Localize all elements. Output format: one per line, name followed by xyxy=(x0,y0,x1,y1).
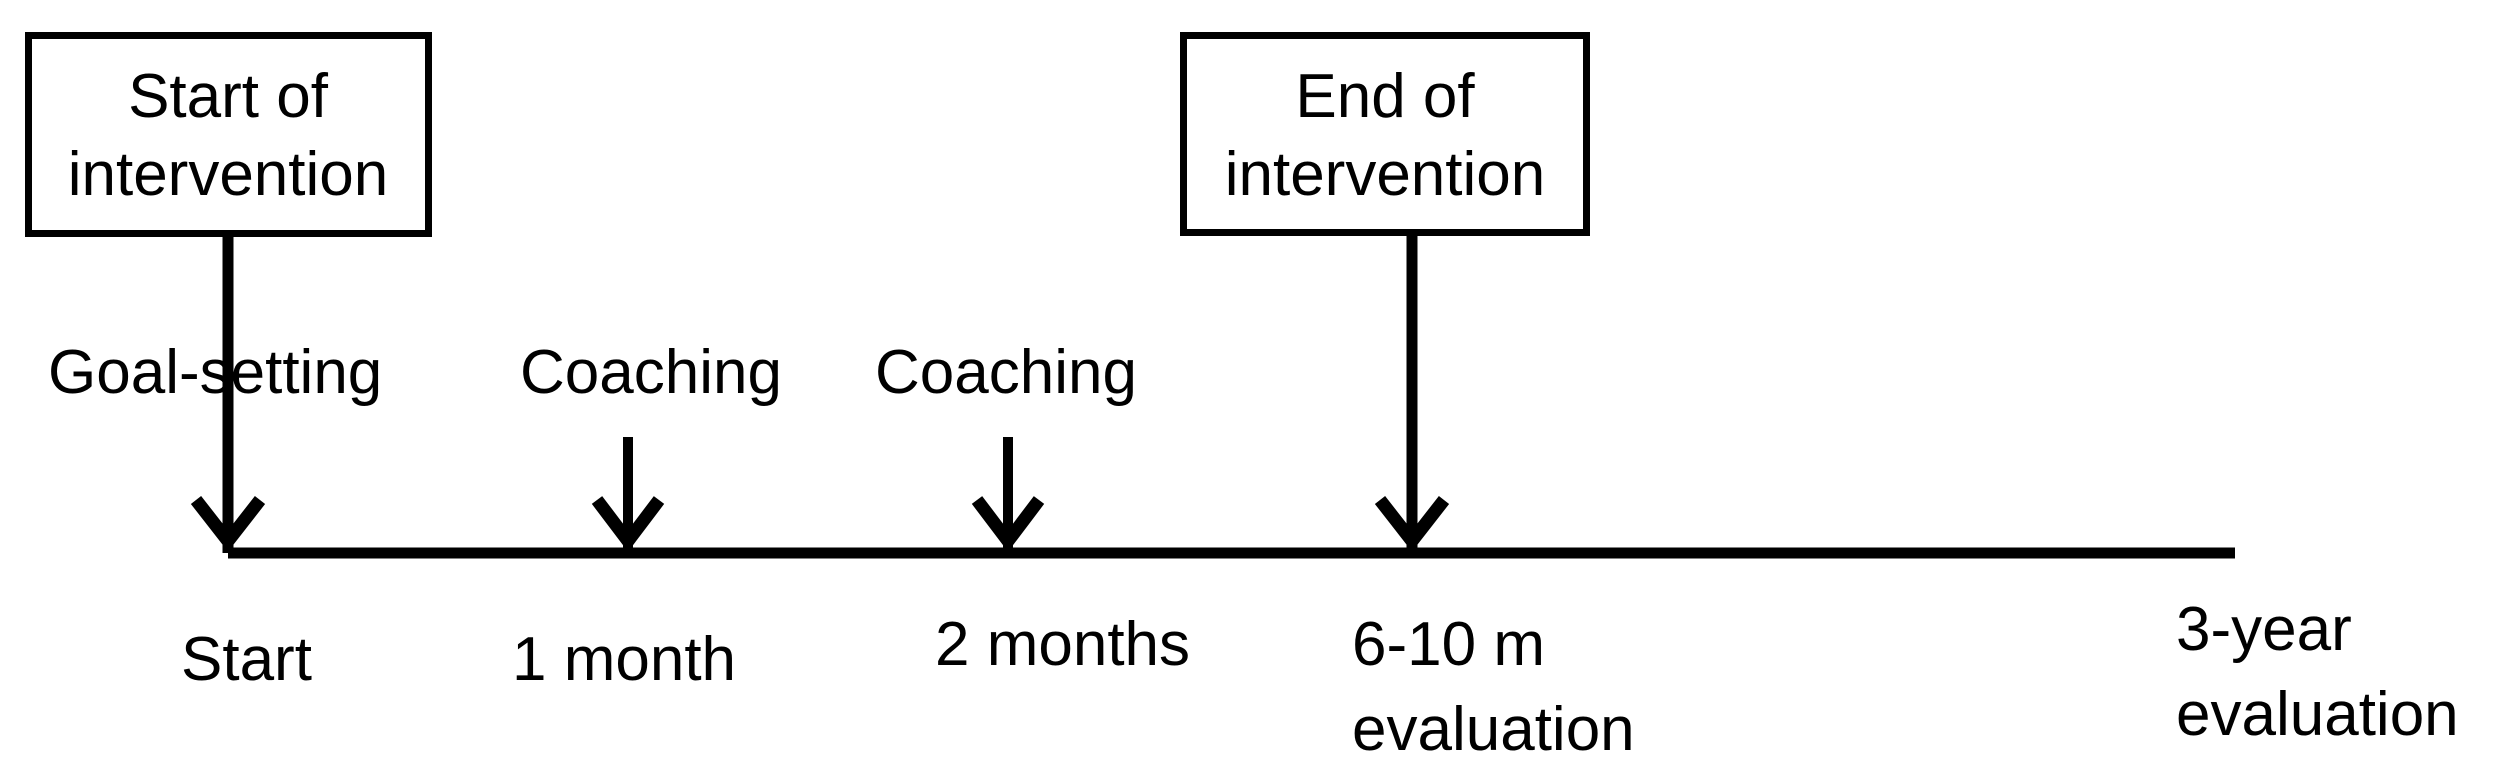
timepoint-label-2-months: 2 months xyxy=(935,610,1190,679)
callout-box-start-of-intervention: Start of intervention xyxy=(25,32,432,237)
connector-end-of-intervention xyxy=(1374,236,1450,553)
box-line1-start: Start of xyxy=(128,62,329,131)
timepoint-label-3-year: 3-year evaluation xyxy=(2176,595,2459,749)
timepoint-label-6-10-m: 6-10 m evaluation xyxy=(1352,610,1635,764)
connector-coaching-2 xyxy=(971,437,1045,553)
timepoint-label-6-10-m-line2: evaluation xyxy=(1352,695,1635,764)
box-line1-end: End of xyxy=(1295,62,1475,131)
timepoint-label-3-year-line2: evaluation xyxy=(2176,680,2459,749)
box-outline-start xyxy=(25,32,432,237)
arrowhead-goal-setting xyxy=(190,496,266,552)
box-line2-start: intervention xyxy=(68,140,389,209)
timepoint-label-start: Start xyxy=(181,625,312,694)
arrowhead-end-of-intervention xyxy=(1374,496,1450,552)
timepoint-label-3-year-line1: 3-year xyxy=(2176,595,2352,664)
arrowhead-coaching-1 xyxy=(591,496,665,552)
timepoint-label-1-month: 1 month xyxy=(512,625,736,694)
connector-coaching-1 xyxy=(591,437,665,553)
event-label-coaching-1: Coaching xyxy=(520,338,782,407)
box-line2-end: intervention xyxy=(1225,140,1546,209)
box-outline-end xyxy=(1180,32,1590,236)
connector-goal-setting xyxy=(190,237,266,553)
callout-box-end-of-intervention: End of intervention xyxy=(1180,32,1590,236)
event-label-coaching-2: Coaching xyxy=(875,338,1137,407)
arrowhead-coaching-2 xyxy=(971,496,1045,552)
event-label-goal-setting: Goal-setting xyxy=(48,338,382,407)
timepoint-label-6-10-m-line1: 6-10 m xyxy=(1352,610,1545,679)
